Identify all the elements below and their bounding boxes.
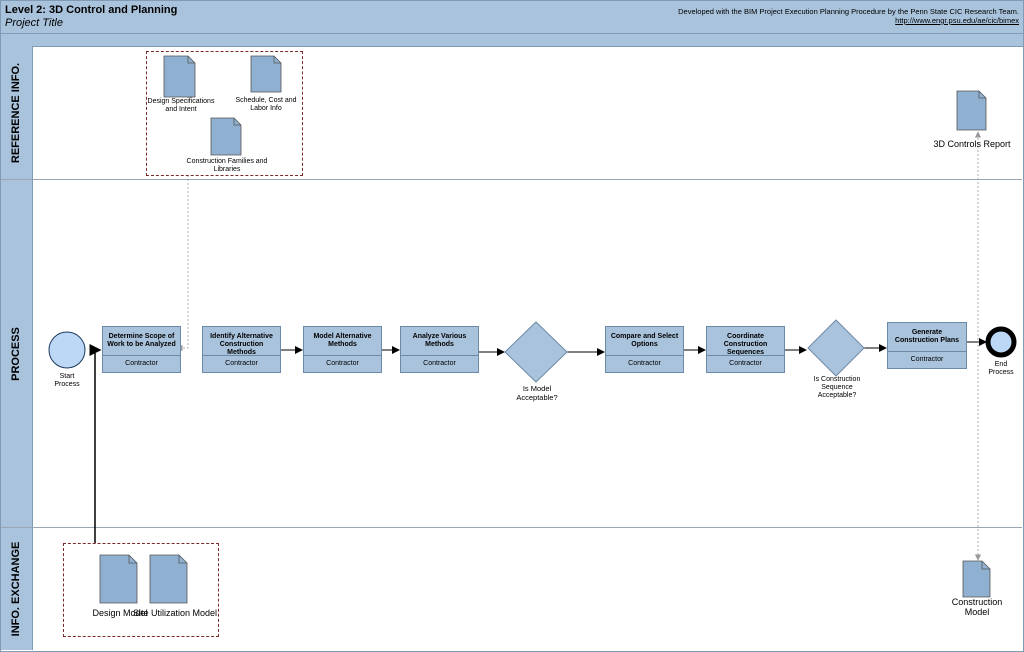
credit-block: Developed with the BIM Project Execution… [678,7,1019,25]
task-title: Identify Alternative Construction Method… [210,333,273,356]
task-title: Coordinate Construction Sequences [723,333,768,356]
doc-label: Construction Model [951,597,1003,617]
document-icon [99,554,138,604]
lane-divider [0,527,1022,528]
end-label: End Process [988,361,1014,376]
decision-gateway [504,321,568,383]
document-icon [956,90,987,131]
diagram-header: Level 2: 3D Control and Planning Project… [0,0,1024,34]
doc-label: Design Model [92,608,148,618]
task-model-methods[interactable]: Model Alternative Methods Contractor [303,326,382,373]
credit-text: Developed with the BIM Project Execution… [678,7,1019,16]
lane-label-reference: REFERENCE INFO. [0,46,33,179]
task-role: Contractor [103,355,180,372]
document-icon [962,560,991,598]
doc-label: Site Utilization Model [132,608,218,618]
task-coordinate-sequences[interactable]: Coordinate Construction Sequences Contra… [706,326,785,373]
lane-label-exchange: INFO. EXCHANGE [0,528,33,650]
document-icon [163,55,196,98]
document-icon [250,55,282,93]
doc-label: 3D Controls Report [933,139,1011,149]
project-title: Project Title [5,17,63,29]
start-event [48,331,86,369]
flow-connector [89,344,102,543]
task-generate-plans[interactable]: Generate Construction Plans Contractor [887,322,967,369]
document-icon [210,117,242,156]
decision-gateway [807,319,865,377]
task-compare-select[interactable]: Compare and Select Options Contractor [605,326,684,373]
task-role: Contractor [707,355,784,372]
start-label: Start Process [54,373,80,388]
task-title: Determine Scope of Work to be Analyzed [107,333,176,348]
diagram-title: Level 2: 3D Control and Planning [5,4,178,16]
doc-label: Construction Families and Libraries [186,158,268,173]
task-title: Generate Construction Plans [894,329,960,344]
lane-divider [0,179,1022,180]
task-role: Contractor [401,355,478,372]
credit-link[interactable]: http://www.engr.psu.edu/ae/cic/bimex [895,16,1019,25]
doc-label: Design Specifications and Intent [147,98,215,113]
gateway-label: Is Construction Sequence Acceptable? [813,376,861,399]
task-role: Contractor [203,355,280,372]
gateway-label: Is Model Acceptable? [516,384,558,402]
task-analyze-methods[interactable]: Analyze Various Methods Contractor [400,326,479,373]
task-role: Contractor [606,355,683,372]
task-title: Compare and Select Options [610,333,679,348]
end-event [985,326,1017,358]
task-role: Contractor [304,355,381,372]
lane-label-process: PROCESS [0,180,33,527]
task-title: Analyze Various Methods [412,333,467,348]
task-title: Model Alternative Methods [313,333,372,348]
reference-group [146,51,303,176]
task-role: Contractor [888,351,966,368]
task-determine-scope[interactable]: Determine Scope of Work to be Analyzed C… [102,326,181,373]
association-connector [176,175,189,352]
document-icon [149,554,188,604]
task-identify-methods[interactable]: Identify Alternative Construction Method… [202,326,281,373]
doc-label: Schedule, Cost and Labor Info [235,97,297,112]
exchange-group [63,543,219,637]
